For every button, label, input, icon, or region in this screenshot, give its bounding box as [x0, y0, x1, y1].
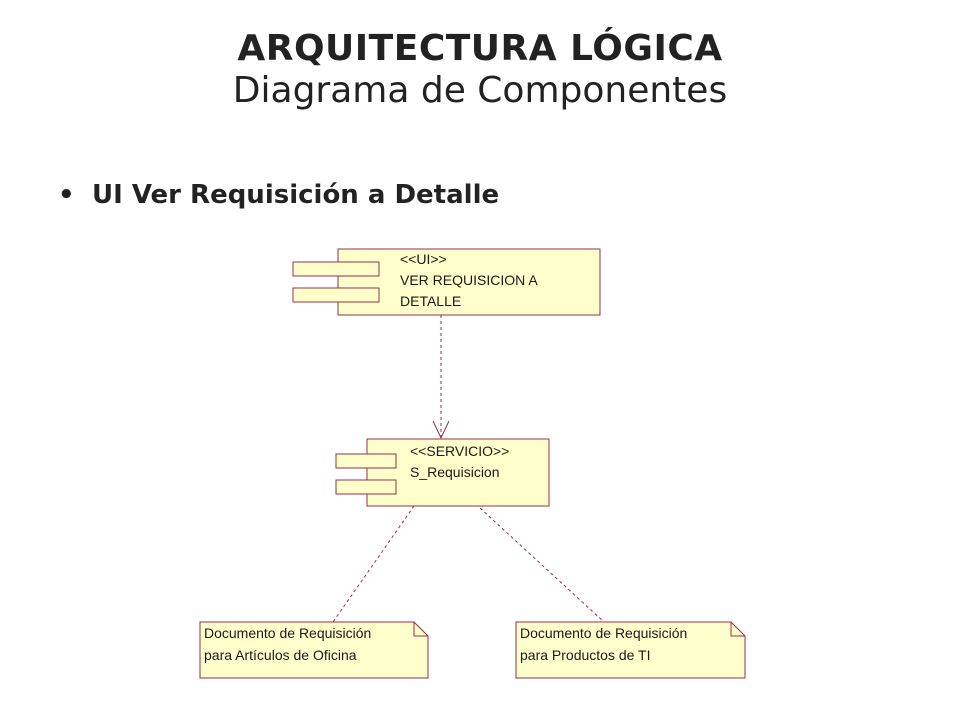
note-oficina[interactable]: Documento de Requisición para Artículos …: [199, 621, 429, 679]
note-productos-ti-line1: Documento de Requisición: [520, 625, 687, 641]
ui-component-name-line2: DETALLE: [400, 293, 461, 309]
ui-component-port-top: [292, 261, 380, 277]
service-component-stereotype: <<SERVICIO>>: [410, 443, 509, 459]
note-oficina-shape: [199, 621, 429, 679]
ui-component-stereotype: <<UI>>: [400, 251, 447, 267]
note-productos-ti-line2: para Productos de TI: [520, 647, 650, 663]
bullet-text: UI Ver Requisición a Detalle: [92, 180, 500, 210]
service-component-body: [366, 438, 550, 507]
slide-title: ARQUITECTURA LÓGICA Diagrama de Componen…: [0, 28, 960, 113]
note-oficina-fold: [413, 622, 428, 637]
note-connector-left: [332, 505, 415, 623]
note-oficina-line1: Documento de Requisición: [204, 625, 371, 641]
note-oficina-line2: para Artículos de Oficina: [204, 647, 357, 663]
dependency-arrow: [432, 315, 450, 440]
page-subtitle: Diagrama de Componentes: [232, 70, 728, 112]
ui-component-port-bottom: [292, 287, 380, 303]
page-title: ARQUITECTURA LÓGICA: [237, 28, 723, 69]
note-productos-ti-shape: [515, 621, 746, 679]
bullet-item: • UI Ver Requisición a Detalle: [58, 180, 499, 210]
service-component-port-bottom: [335, 479, 397, 495]
ui-component-name-line1: VER REQUISICION A: [400, 272, 538, 288]
note-connector-right: [479, 507, 605, 623]
note-productos-ti[interactable]: Documento de Requisición para Productos …: [515, 621, 746, 679]
note-productos-ti-fold: [730, 622, 745, 637]
service-component-name: S_Requisicion: [410, 464, 500, 480]
service-component[interactable]: <<SERVICIO>> S_Requisicion: [335, 438, 550, 507]
ui-component-body: [337, 248, 601, 316]
bullet-icon: •: [58, 180, 75, 210]
service-component-port-top: [335, 453, 397, 469]
ui-component[interactable]: <<UI>> VER REQUISICION A DETALLE: [292, 248, 601, 316]
dependency-arrowhead-icon: [432, 420, 450, 440]
